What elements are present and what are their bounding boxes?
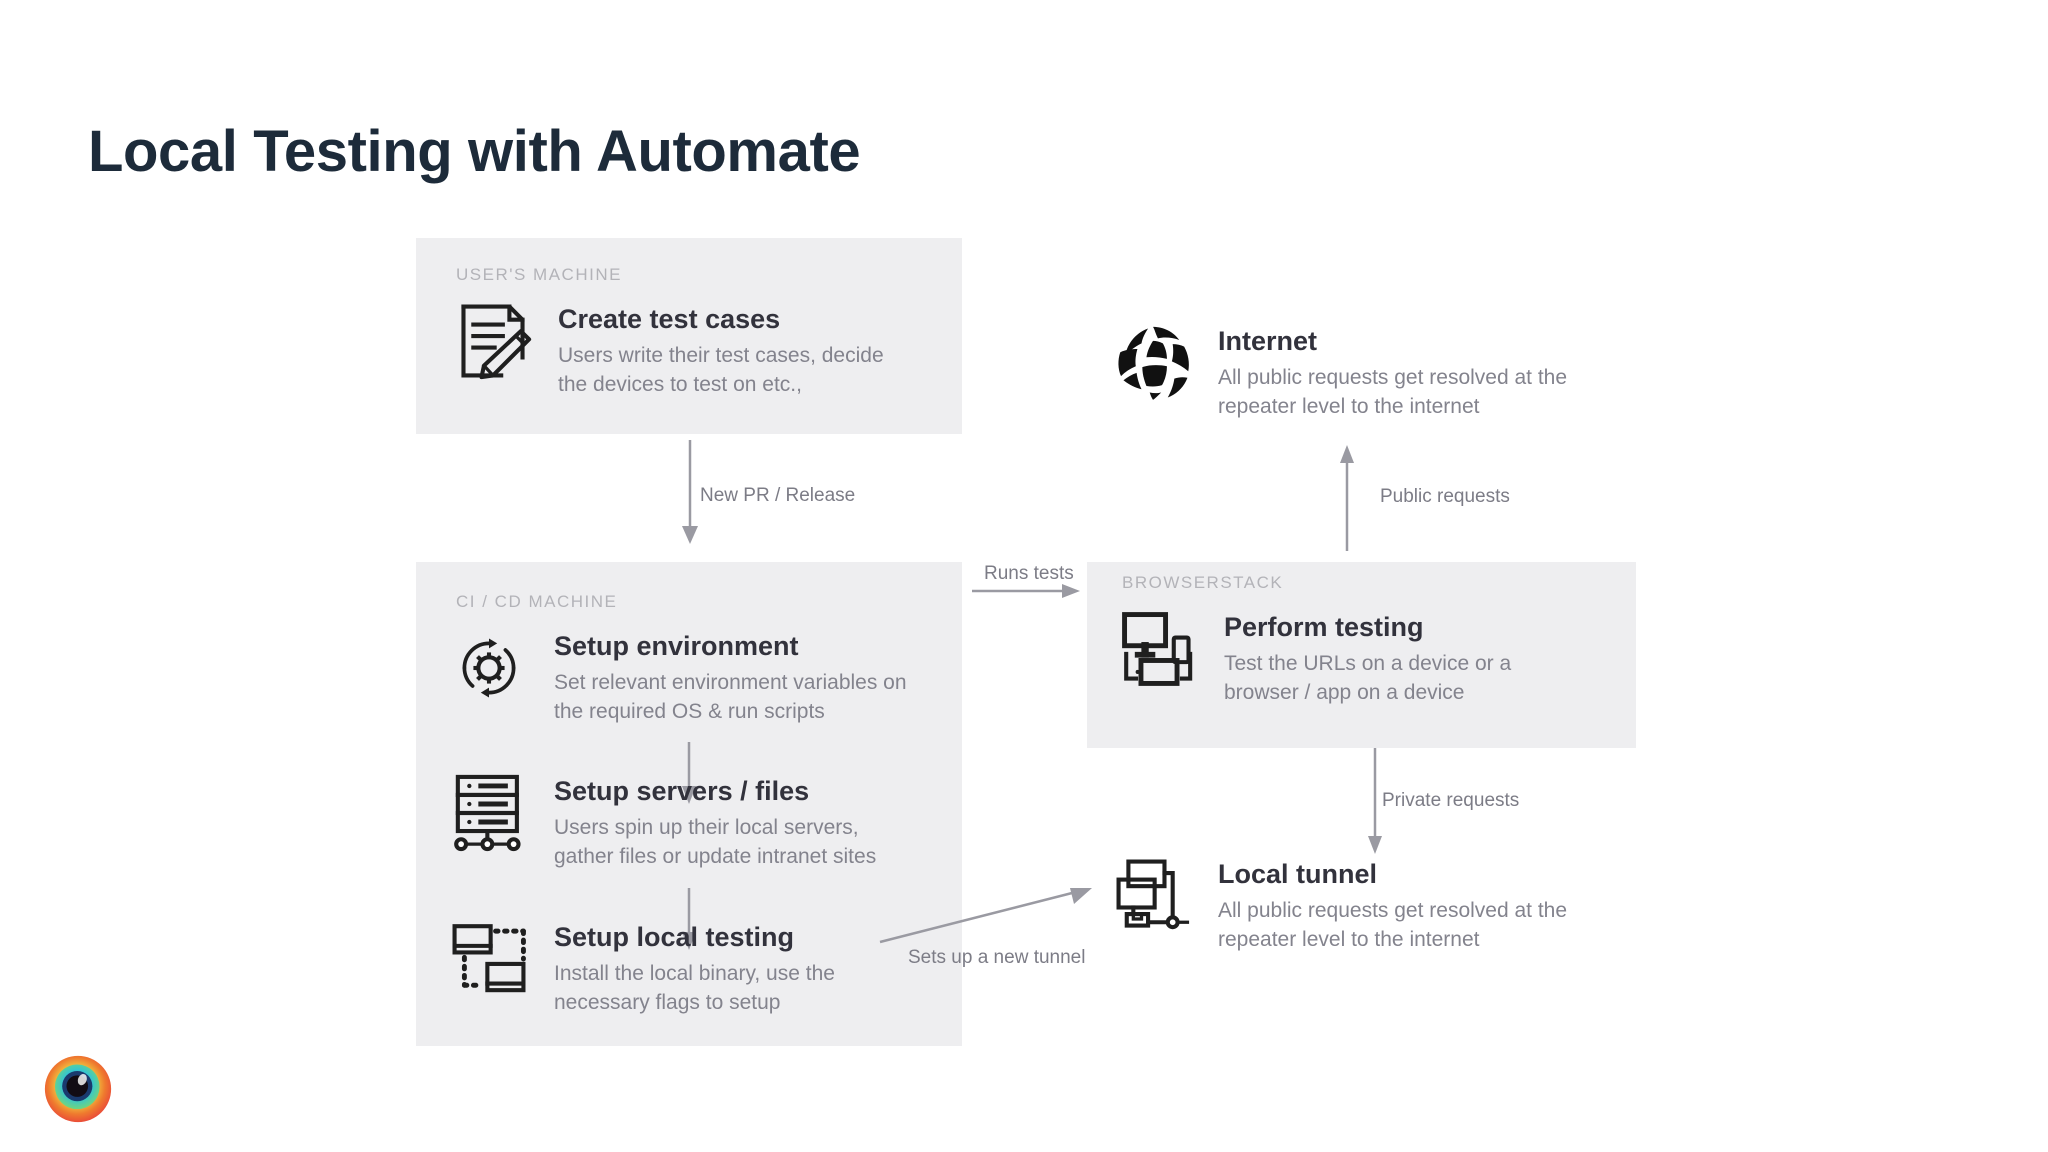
node-text: Perform testing Test the URLs on a devic… [1224, 608, 1511, 708]
panel-browserstack [1087, 562, 1636, 748]
node-create-test-cases: Create test cases Users write their test… [452, 300, 932, 400]
node-desc: All public requests get resolved at the … [1218, 899, 1568, 952]
document-pencil-icon [452, 300, 534, 382]
node-text: Setup environment Set relevant environme… [554, 627, 907, 727]
node-text: Local tunnel All public requests get res… [1218, 855, 1567, 955]
arrow-runs-tests [972, 584, 1080, 598]
flow-label-runs-tests: Runs tests [984, 563, 1074, 584]
node-desc: Set relevant environment variables on th… [554, 671, 907, 724]
node-title: Create test cases [558, 304, 781, 334]
node-setup-servers-files: Setup servers / files Users spin up thei… [448, 772, 948, 872]
globe-icon [1112, 322, 1194, 404]
node-desc: Test the URLs on a device or a browser /… [1224, 652, 1512, 705]
node-setup-environment: Setup environment Set relevant environme… [448, 627, 948, 727]
arrow-sets-up-a-new-tunnel [879, 888, 1092, 944]
node-desc: Users write their test cases, decide the… [558, 344, 884, 397]
node-desc: Users spin up their local servers, gathe… [554, 816, 877, 869]
node-title: Internet [1218, 326, 1318, 356]
page-title: Local Testing with Automate [88, 119, 861, 184]
node-perform-testing: Perform testing Test the URLs on a devic… [1118, 608, 1618, 708]
flow-label-private-requests: Private requests [1382, 790, 1520, 811]
flow-label-new-pr-release: New PR / Release [700, 485, 856, 506]
arrow-private-requests [1368, 748, 1382, 854]
node-title: Setup environment [554, 631, 799, 661]
monitor-phone-tablet-icon [1118, 608, 1200, 690]
node-text: Create test cases Users write their test… [558, 300, 884, 400]
node-desc: Install the local binary, use the necess… [554, 962, 835, 1015]
panel-label-browserstack: BROWSERSTACK [1122, 573, 1284, 592]
node-internet: Internet All public requests get resolve… [1112, 322, 1632, 422]
arrow-environment-to-servers [682, 742, 696, 804]
node-title: Local tunnel [1218, 859, 1378, 889]
node-title: Perform testing [1224, 612, 1424, 642]
panel-users-machine [416, 238, 962, 434]
server-rack-icon [448, 772, 530, 854]
node-setup-local-testing: Setup local testing Install the local bi… [448, 918, 948, 1018]
arrow-servers-to-local-testing [682, 888, 696, 950]
flow-label-public-requests: Public requests [1380, 486, 1510, 507]
node-text: Setup servers / files Users spin up thei… [554, 772, 876, 872]
panel-label-ci-cd-machine: CI / CD MACHINE [456, 592, 618, 611]
node-title: Setup servers / files [554, 776, 810, 806]
arrow-new-pr-release [682, 440, 698, 544]
panel-label-users-machine: USER'S MACHINE [456, 265, 622, 284]
two-screens-dotted-link-icon [448, 918, 530, 1000]
flow-label-sets-up-a-new-tunnel: Sets up a new tunnel [908, 947, 1086, 968]
node-local-tunnel: Local tunnel All public requests get res… [1112, 855, 1632, 955]
gear-refresh-icon [448, 627, 530, 709]
node-text: Setup local testing Install the local bi… [554, 918, 835, 1018]
node-title: Setup local testing [554, 922, 795, 952]
tunnel-windows-icon [1112, 855, 1194, 937]
node-text: Internet All public requests get resolve… [1218, 322, 1567, 422]
colorful-eye-logo [42, 1053, 114, 1125]
arrow-public-requests [1340, 445, 1354, 551]
node-desc: All public requests get resolved at the … [1218, 366, 1568, 419]
